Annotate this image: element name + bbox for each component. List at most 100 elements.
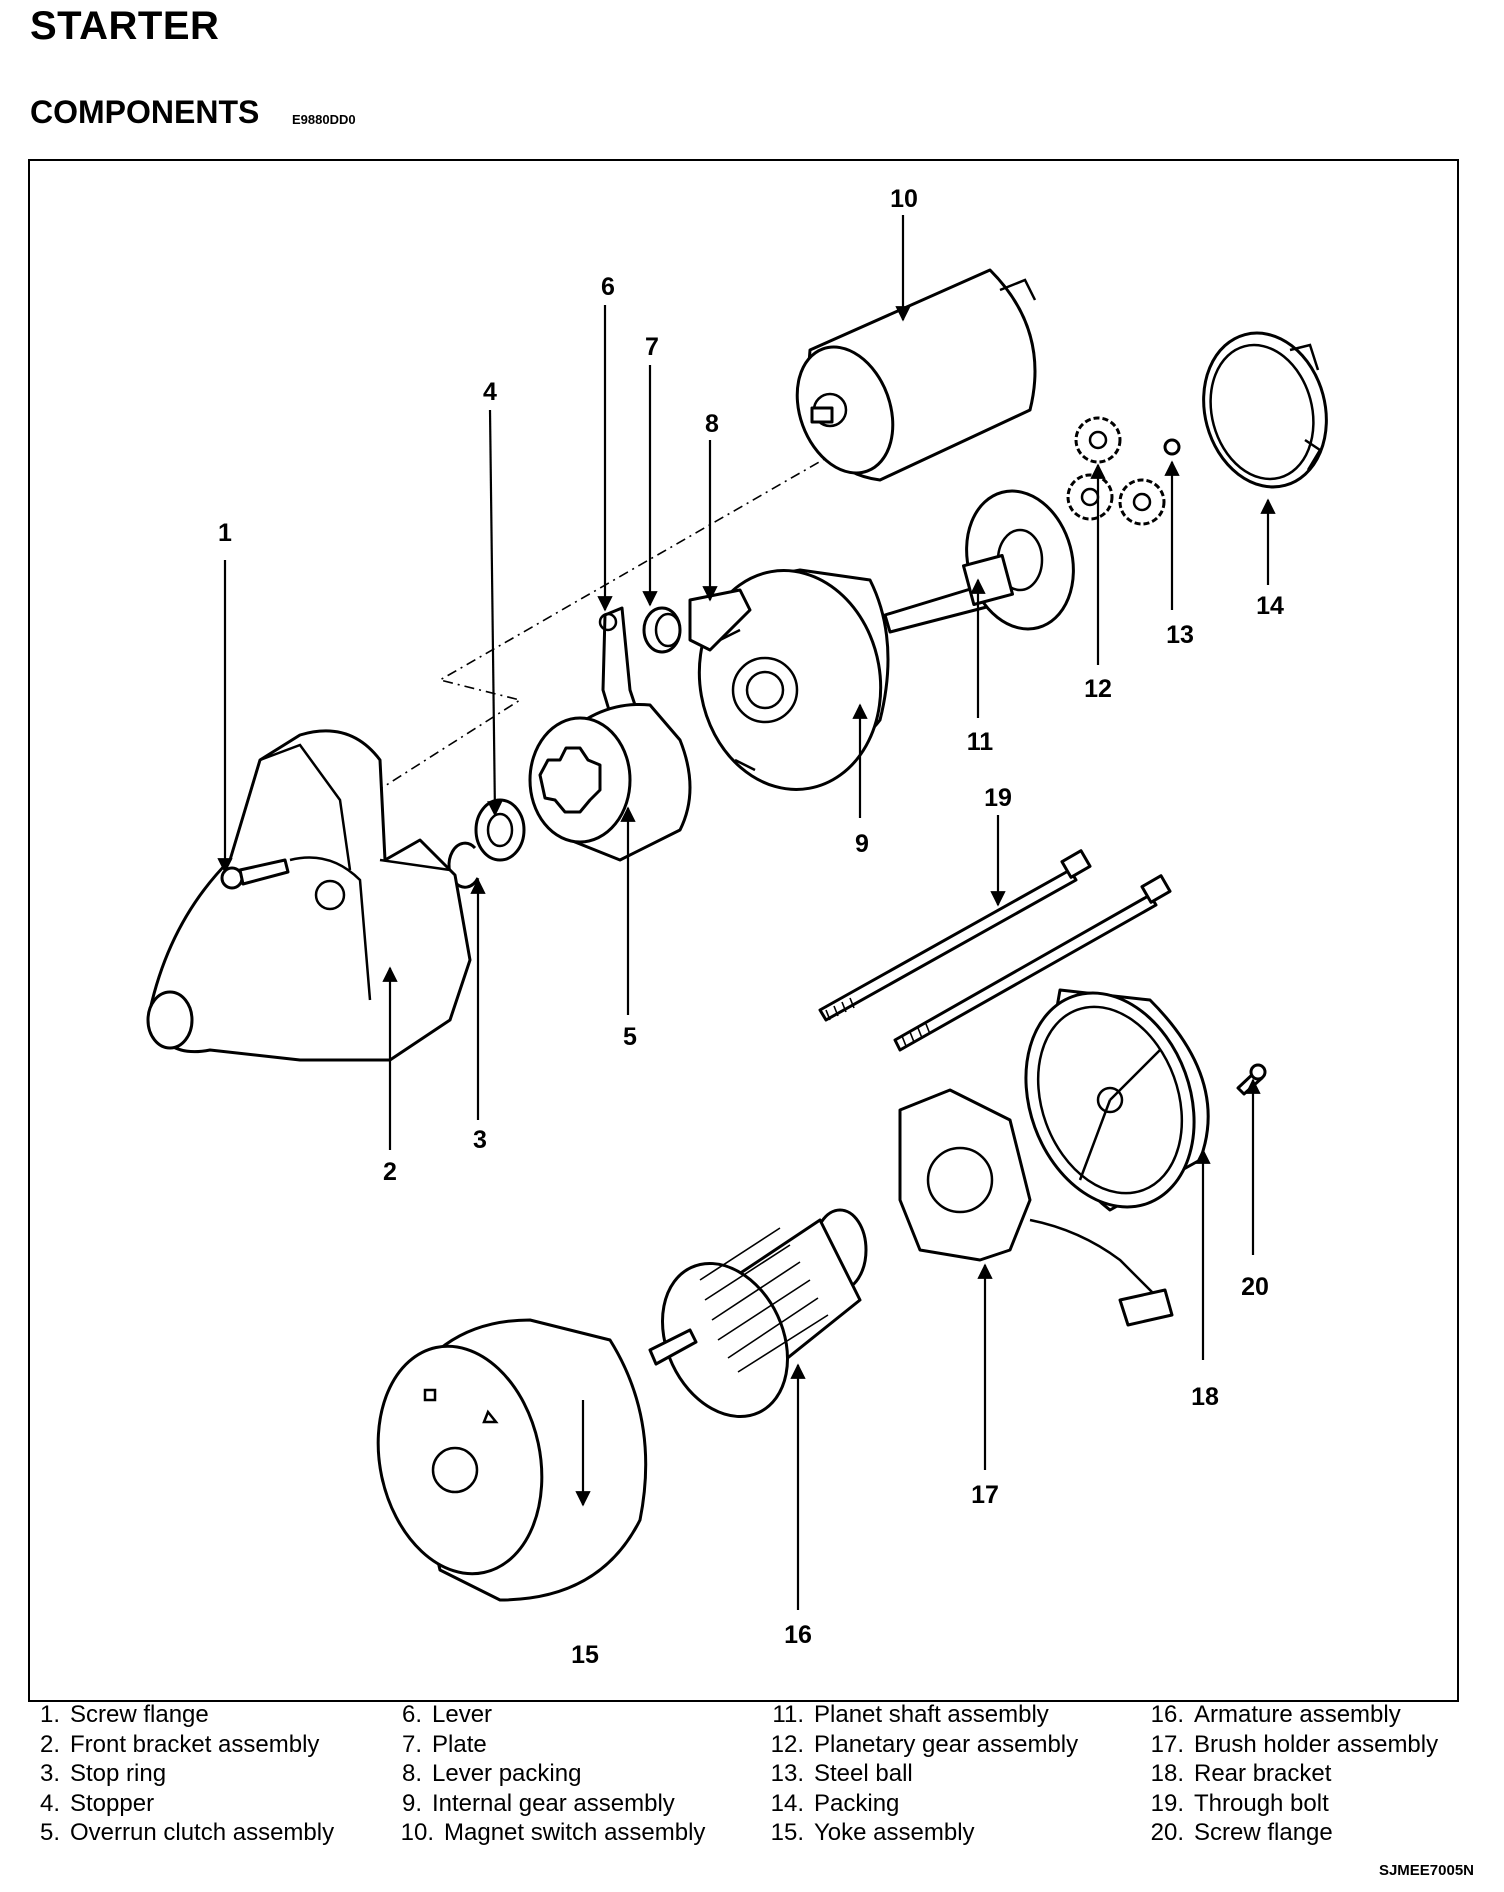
legend-item: 19. Through bolt — [1148, 1789, 1438, 1819]
legend-item: 1. Screw flange — [36, 1700, 334, 1730]
internal-gear-part — [697, 568, 890, 791]
legend-label: Screw flange — [70, 1701, 209, 1728]
yoke-part — [376, 1318, 648, 1602]
legend-label: Magnet switch assembly — [444, 1819, 706, 1846]
legend-num: 20. — [1150, 1819, 1184, 1846]
legend-num: 14. — [770, 1789, 804, 1817]
legend-label: Screw flange — [1194, 1819, 1333, 1846]
legend-num: 2. — [39, 1730, 60, 1758]
legend-num: 11. — [772, 1701, 804, 1728]
figure-code: SJMEE7005N — [1378, 1862, 1474, 1879]
planetary-gears-part — [1066, 416, 1166, 526]
legend-num: 18. — [1150, 1760, 1184, 1787]
legend-label: Lever packing — [432, 1760, 582, 1787]
callout-5: 5 — [623, 1023, 637, 1051]
legend-item: 13. Steel ball — [768, 1759, 1078, 1789]
legend-num: 17. — [1150, 1730, 1184, 1758]
legend-item: 11. Planet shaft assembly — [768, 1700, 1078, 1730]
legend-num: 15. — [770, 1819, 804, 1846]
packing-part — [1202, 331, 1328, 489]
legend-item: 6. Lever — [398, 1700, 705, 1730]
exploded-view-diagram: 1 2 3 4 5 6 7 8 9 10 11 12 13 14 15 16 1… — [146, 185, 1328, 1669]
callout-18: 18 — [1191, 1383, 1219, 1411]
legend-item: 2.Front bracket assembly — [36, 1730, 334, 1760]
legend-label: Yoke assembly — [814, 1819, 975, 1846]
legend-item: 8. Lever packing — [398, 1759, 705, 1789]
legend-item: 15. Yoke assembly — [768, 1818, 1078, 1848]
legend-item: 14. Packing — [768, 1789, 1078, 1819]
section-heading: COMPONENTS — [30, 94, 260, 130]
legend-column-2: 6. Lever 7.Plate 8. Lever packing 9. Intern… — [398, 1700, 706, 1848]
armature-part — [648, 1208, 868, 1419]
overrun-clutch-part — [528, 702, 692, 862]
callout-13: 13 — [1166, 621, 1194, 649]
legend-label: Brush holder assembly — [1194, 1730, 1439, 1758]
callout-9: 9 — [855, 830, 869, 858]
callout-17: 17 — [971, 1481, 999, 1509]
small-screw-part — [1236, 1063, 1267, 1096]
callout-11: 11 — [967, 728, 994, 756]
legend-label: Planet shaft assembly — [814, 1701, 1049, 1728]
callout-10: 10 — [890, 185, 918, 213]
magnet-switch-part — [795, 268, 1037, 482]
callout-20: 20 — [1241, 1273, 1269, 1301]
legend-label: Lever — [432, 1701, 493, 1728]
planet-shaft-part — [883, 489, 1075, 634]
legend-num: 13. — [770, 1760, 804, 1787]
through-bolts-part — [818, 849, 1172, 1052]
callout-16: 16 — [784, 1621, 812, 1649]
legend-label: Armature assembly — [1194, 1701, 1401, 1728]
legend-label: Planetary gear assembly — [814, 1730, 1079, 1758]
legend-num: 16. — [1150, 1701, 1184, 1728]
legend-label: Stop ring — [70, 1760, 167, 1787]
legend-num: 12. — [770, 1730, 804, 1758]
legend-num: 4. — [39, 1789, 60, 1817]
legend-item: 9. Internal gear assembly — [398, 1789, 705, 1819]
legend-item: 16. Armature assembly — [1148, 1700, 1438, 1730]
legend-column-4: 16. Armature assembly 17. Brush holder ass… — [1148, 1700, 1439, 1848]
callout-8: 8 — [705, 410, 719, 438]
alignment-line — [299, 449, 841, 841]
legend-num: 9. — [401, 1789, 422, 1817]
legend-label: Overrun clutch assembly — [70, 1819, 335, 1846]
leader-lines — [217, 215, 1276, 1610]
diagram-frame — [28, 159, 1459, 1702]
legend-label: Stopper — [70, 1789, 155, 1817]
legend-num: 5. — [39, 1819, 60, 1846]
legend-item: 10. Magnet switch assembly — [398, 1818, 706, 1848]
lever-packing-part — [688, 588, 752, 652]
legend-column-3: 11. Planet shaft assembly 12. Planetary ge… — [768, 1700, 1079, 1848]
callout-6: 6 — [601, 273, 615, 301]
legend-item: 5. Overrun clutch assembly — [36, 1818, 334, 1848]
legend-num: 1. — [39, 1701, 60, 1728]
legend-item: 3.Stop ring — [36, 1759, 334, 1789]
front-bracket-part — [146, 729, 472, 1062]
section-code: E9880DD0 — [292, 112, 356, 127]
legend-label: Internal gear assembly — [432, 1789, 675, 1817]
legend-item: 20. Screw flange — [1148, 1818, 1438, 1848]
callout-4: 4 — [483, 378, 497, 406]
plate-part — [642, 606, 682, 654]
callout-3: 3 — [473, 1126, 487, 1154]
legend-item: 17. Brush holder assembly — [1148, 1730, 1439, 1760]
legend-num: 19. — [1150, 1789, 1184, 1817]
page-title: STARTER — [30, 4, 220, 48]
legend-num: 7. — [401, 1730, 422, 1758]
legend-num: 10. — [400, 1819, 434, 1846]
steel-ball-part — [1163, 438, 1181, 456]
callout-2: 2 — [383, 1158, 397, 1186]
legend-column-1: 1.Screw flange 2.Front bracket assembly … — [36, 1700, 334, 1848]
legend-num: 8. — [401, 1760, 422, 1787]
legend-label: Through bolt — [1194, 1789, 1329, 1817]
callout-15: 15 — [571, 1641, 599, 1669]
brush-holder-part — [898, 1088, 1174, 1327]
rear-bracket-part — [1024, 988, 1210, 1212]
stopper-part — [474, 798, 526, 862]
legend-label: Packing — [814, 1789, 900, 1817]
legend-item: 18.Rear bracket — [1148, 1759, 1438, 1789]
legend-item: 7.Plate — [398, 1730, 705, 1760]
legend-label: Steel ball — [814, 1760, 913, 1787]
legend-num: 6. — [401, 1701, 422, 1728]
legend-item: 4. Stopper — [36, 1789, 334, 1819]
legend-item: 12. Planetary gear assembly — [768, 1730, 1079, 1760]
